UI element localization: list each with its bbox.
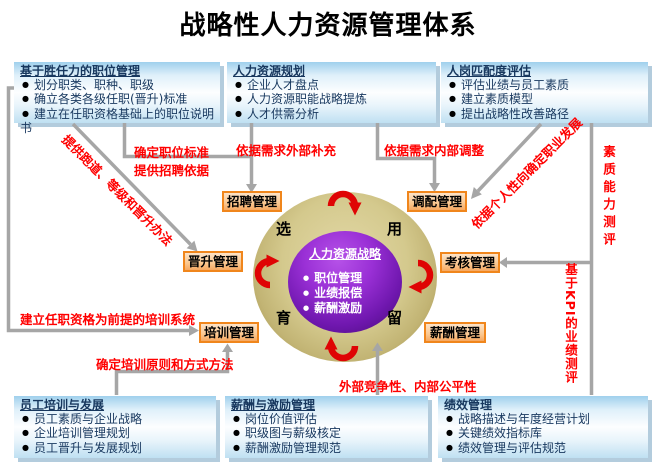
box-header: 人岗匹配度评估 — [447, 64, 532, 78]
flow-label-internal-adjustment: 依据需求内部调整 — [384, 143, 485, 158]
connector-competency-to-training — [6, 86, 189, 333]
flow-label-quality-assessment: 素质能力测评 — [601, 145, 616, 250]
box-compensation-incentive: 薪酬与激励管理 岗位价值评估 职级图与薪级核定 薪酬激励管理规范 — [225, 396, 428, 458]
ring-label-use: 用 — [387, 220, 403, 238]
connector-competency-to-recruit-junction — [122, 123, 252, 159]
flow-label-training-system: 建立任职资格为前提的培训系统 — [20, 312, 196, 327]
bullet-item: 关键绩效指标库 — [444, 426, 642, 440]
flow-label-kpi-assessment: 基于KPI的业绩测评 — [563, 263, 578, 384]
bullet-item: 薪酬激励管理规范 — [231, 441, 422, 455]
hr-strategy-title: 人力资源战略 — [308, 247, 381, 261]
arrowhead-into-appraisal — [499, 257, 507, 268]
bullet-item: 评估业绩与员工素质 — [447, 78, 642, 92]
box-header: 员工培训与发展 — [20, 398, 105, 412]
arrowhead-into-deployment-diagonal — [471, 187, 482, 199]
box-bullet-list: 战略描述与年度经营计划 关键绩效指标库 绩效管理与评估规范 — [444, 412, 642, 455]
bullet-item: 薪酬激励 — [303, 301, 362, 316]
bullet-item: 建立在任职资格基础上的职位说明书 — [20, 107, 214, 135]
ring-label-select: 选 — [276, 220, 292, 238]
arrowhead-into-recruitment — [246, 184, 257, 193]
flow-label-external-supplement: 依据需求外部补充 — [236, 143, 337, 158]
process-box-appraisal: 考核管理 — [440, 252, 500, 273]
process-box-promotion: 晋升管理 — [183, 251, 243, 272]
bullet-item: 业绩报偿 — [303, 286, 362, 301]
connector-planning-to-deployment — [375, 123, 437, 184]
box-performance-mgmt: 绩效管理 战略描述与年度经营计划 关键绩效指标库 绩效管理与评估规范 — [438, 396, 648, 458]
rotation-arrow-right — [409, 263, 431, 294]
box-bullet-list: 岗位价值评估 职级图与薪级核定 薪酬激励管理规范 — [231, 412, 422, 455]
arrowhead-into-training-left — [189, 325, 199, 336]
bullet-item: 绩效管理与评估规范 — [444, 441, 642, 455]
box-header: 基于胜任力的职位管理 — [20, 64, 141, 78]
connector-competency-to-promotion-diagonal — [71, 122, 192, 246]
process-box-deployment: 调配管理 — [407, 191, 467, 212]
bullet-item: 划分职类、职种、职级 — [20, 78, 214, 92]
bullet-item: 员工晋升与发展规划 — [20, 441, 210, 455]
page-title: 战略性人力资源管理体系 — [179, 11, 477, 41]
bullet-item: 建立素质模型 — [447, 92, 642, 106]
box-competency-position-mgmt: 基于胜任力的职位管理 划分职类、职种、职级 确立各类各级任职(晋升)标准 建立在… — [14, 62, 220, 135]
process-box-training: 培训管理 — [199, 322, 259, 343]
box-hr-planning: 人力资源规划 企业人才盘点 人力资源职能战略提炼 人才供需分析 — [227, 62, 436, 123]
box-training-development: 员工培训与发展 员工素质与企业战略 企业培训管理规划 员工晋升与发展规划 — [14, 396, 216, 458]
hr-strategy-bullet-list: 职位管理 业绩报偿 薪酬激励 — [303, 271, 362, 316]
arrowhead-into-salary-up — [372, 342, 383, 351]
bullet-item: 人力资源职能战略提炼 — [233, 92, 430, 106]
arrowhead-into-training-up — [222, 343, 233, 352]
bullet-item: 人才供需分析 — [233, 107, 430, 121]
box-bullet-list: 评估业绩与员工素质 建立素质模型 提出战略性改善路径 — [447, 78, 642, 121]
box-header: 人力资源规划 — [233, 64, 306, 78]
process-box-recruitment: 招聘管理 — [222, 191, 282, 212]
ring-label-retain: 留 — [387, 309, 403, 327]
arrowhead-into-promotion — [186, 240, 198, 252]
flow-label-fairness: 外部竞争性、内部公平性 — [339, 379, 477, 394]
flow-label-training-principles: 确定培训原则和方式方法 — [96, 357, 234, 372]
process-box-salary: 薪酬管理 — [424, 322, 486, 343]
ring-label-develop: 育 — [276, 309, 292, 327]
box-bullet-list: 划分职类、职种、职级 确立各类各级任职(晋升)标准 建立在任职资格基础上的职位说… — [20, 78, 214, 135]
bullet-item: 岗位价值评估 — [231, 412, 422, 426]
box-bullet-list: 员工素质与企业战略 企业培训管理规划 员工晋升与发展规划 — [20, 412, 210, 455]
gray-arrowheads — [186, 183, 507, 352]
flow-label-set-position-standard: 确定职位标准 — [134, 145, 210, 160]
bullet-item: 企业培训管理规划 — [20, 426, 210, 440]
gray-connector-lines — [6, 86, 594, 395]
arrowhead-into-deployment-down — [429, 183, 440, 192]
bullet-item: 确立各类各级任职(晋升)标准 — [20, 92, 214, 106]
bullet-item: 提出战略性改善路径 — [447, 107, 642, 121]
bullet-item: 员工素质与企业战略 — [20, 412, 210, 426]
box-bullet-list: 企业人才盘点 人力资源职能战略提炼 人才供需分析 — [233, 78, 430, 121]
box-person-job-fit: 人岗匹配度评估 评估业绩与员工素质 建立素质模型 提出战略性改善路径 — [441, 62, 648, 123]
rotation-arrow-top — [331, 194, 362, 216]
box-header: 薪酬与激励管理 — [231, 398, 316, 412]
connector-fit-to-deployment-diagonal — [476, 122, 543, 193]
box-header: 绩效管理 — [444, 398, 493, 412]
rotation-arrow-left — [258, 255, 280, 286]
flow-label-recruit-basis: 提供招聘依据 — [134, 163, 210, 178]
connector-trainingdev-to-training — [114, 351, 230, 395]
rotation-arrow-bottom — [325, 337, 356, 359]
bullet-item: 职级图与薪级核定 — [231, 426, 422, 440]
bullet-item: 职位管理 — [303, 271, 362, 286]
bullet-item: 战略描述与年度经营计划 — [444, 412, 642, 426]
bullet-item: 企业人才盘点 — [233, 78, 430, 92]
